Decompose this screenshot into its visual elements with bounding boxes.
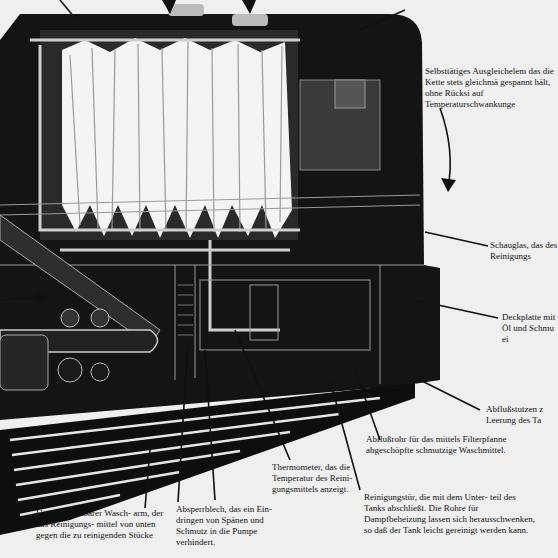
motor bbox=[0, 335, 48, 390]
callout-label: Abflußrohr für das mittels Filterpfanne … bbox=[366, 434, 556, 456]
side-panel bbox=[300, 80, 380, 170]
arrow-heads bbox=[36, 0, 456, 304]
callout-label: Unterer, drehbarer Wasch- arm, der das R… bbox=[36, 508, 168, 541]
callout-label: Abflußstutzen z Leerung des Ta bbox=[486, 404, 558, 426]
callout-label: Deckplatte mit Öl und Schmu ei bbox=[502, 312, 558, 345]
callout-label: Absperrblech, das ein Ein- dringen von S… bbox=[176, 504, 294, 548]
tank-grid bbox=[178, 285, 193, 335]
frame-lines bbox=[0, 195, 424, 384]
callout-label: Selbsttätiges Ausgleichelem das die Kett… bbox=[425, 66, 558, 110]
callout-label: Reinigungstür, die mit dem Unter- teil d… bbox=[364, 492, 536, 536]
nozzles bbox=[168, 4, 268, 26]
callout-label: Thermometer, das die Temperatur des Rein… bbox=[272, 462, 372, 495]
leader-lines bbox=[0, 0, 498, 508]
machine-housing bbox=[0, 14, 440, 420]
spray-jets bbox=[62, 38, 292, 238]
grating-slats bbox=[10, 398, 380, 515]
panel-window bbox=[335, 80, 365, 108]
callout-label: Schauglas, das des Reinigungs bbox=[490, 240, 558, 262]
spray-streaks bbox=[70, 42, 282, 232]
